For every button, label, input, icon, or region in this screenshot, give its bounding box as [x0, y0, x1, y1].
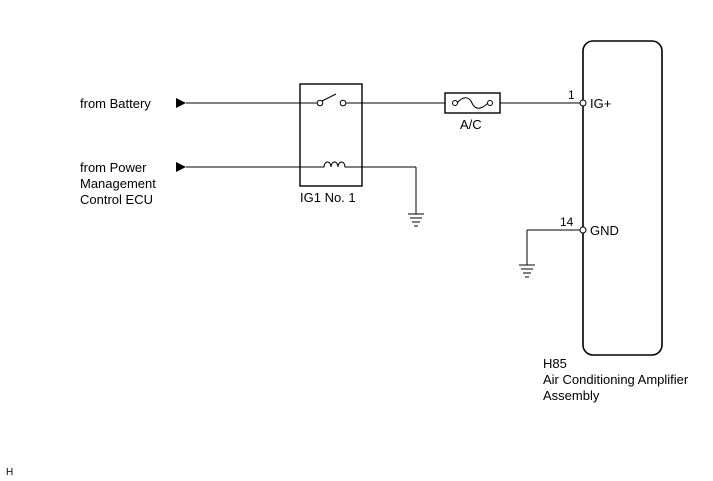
power-mgmt-arrow-icon: [176, 162, 186, 172]
component-name-line2: Assembly: [543, 388, 600, 403]
relay-box: [299, 83, 363, 187]
amplifier-ground-icon: [519, 264, 535, 278]
relay-ig1-no1: [299, 83, 363, 187]
fuse-label: A/C: [460, 117, 482, 132]
component-code: H85: [543, 356, 567, 371]
fuse-element-icon: [456, 97, 489, 109]
relay-label: IG1 No. 1: [300, 190, 356, 205]
relay-switch-blade-icon: [321, 93, 337, 102]
amplifier-assembly-box: [582, 40, 663, 356]
from-power-label: from Power: [80, 160, 147, 175]
relay-ground-icon: [408, 213, 424, 227]
relay-contact-right-icon: [339, 99, 347, 107]
component-name-line1: Air Conditioning Amplifier: [543, 372, 689, 387]
corner-mark: H: [6, 467, 13, 478]
pin-gnd-terminal-icon: [579, 226, 587, 234]
fuse-ac: [444, 92, 501, 114]
control-ecu-label: Control ECU: [80, 192, 153, 207]
management-label: Management: [80, 176, 156, 191]
fuse-box: [444, 92, 501, 114]
fuse-terminal-right-icon: [487, 100, 493, 106]
fuse-terminal-left-icon: [452, 100, 458, 106]
pin-gnd-name: GND: [590, 223, 619, 238]
pin-igplus-terminal-icon: [579, 99, 587, 107]
pin-igplus-number: 1: [568, 88, 575, 102]
relay-coil-icon: [318, 161, 346, 168]
pin-igplus-name: IG+: [590, 96, 611, 111]
battery-arrow-icon: [176, 98, 186, 108]
from-battery-label: from Battery: [80, 96, 151, 111]
relay-contact-left-icon: [316, 99, 324, 107]
pin-gnd-number: 14: [560, 215, 574, 229]
